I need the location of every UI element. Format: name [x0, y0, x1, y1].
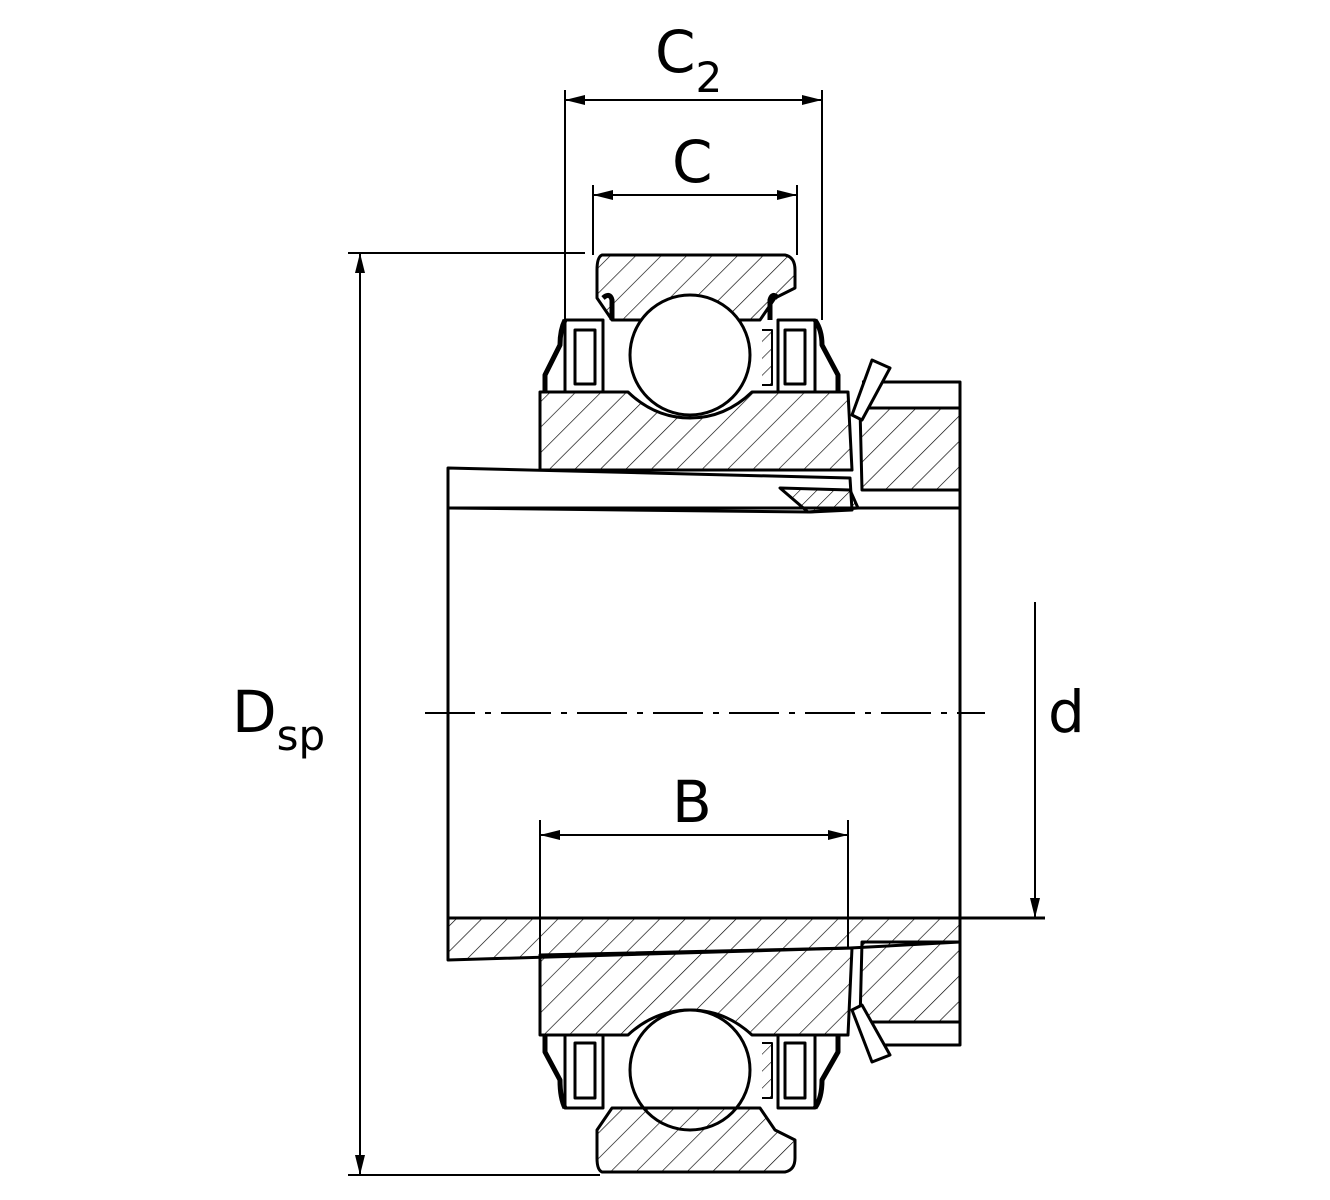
ball-top — [628, 293, 752, 417]
seal-right-top — [776, 318, 817, 394]
dimensions — [348, 90, 1040, 1176]
label-b: B — [672, 768, 712, 836]
collar-bottom — [858, 940, 962, 1024]
seal-left-bottom — [563, 1033, 605, 1110]
label-c: C — [672, 128, 713, 196]
inner-ring-top — [538, 390, 854, 472]
seal-left-top — [563, 318, 605, 394]
seal-right-bottom — [776, 1033, 817, 1110]
top-section — [446, 253, 962, 514]
set-screw-bottom — [850, 1003, 892, 1064]
bottom-section — [446, 916, 962, 1174]
label-c2: C2 — [655, 18, 722, 102]
collar-top — [858, 406, 962, 492]
label-dsp: Dsp — [232, 678, 325, 760]
set-screw-top — [850, 358, 892, 422]
label-d: d — [1048, 678, 1085, 746]
outer-ring-bottom — [595, 1106, 797, 1174]
